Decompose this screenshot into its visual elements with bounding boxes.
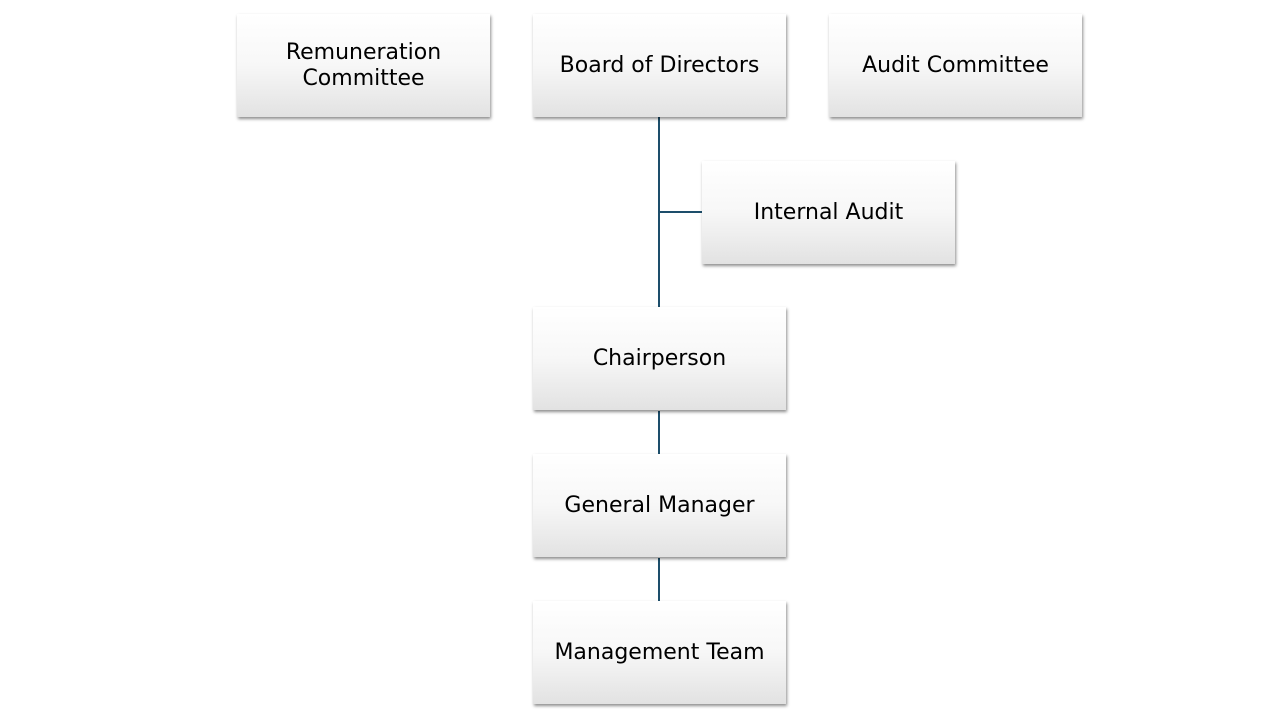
node-board-of-directors[interactable]: Board of Directors (533, 14, 786, 117)
node-remuneration-committee[interactable]: Remuneration Committee (237, 14, 490, 117)
node-label: Internal Audit (753, 199, 904, 225)
node-internal-audit[interactable]: Internal Audit (702, 161, 955, 264)
node-label: Board of Directors (559, 52, 760, 78)
node-audit-committee[interactable]: Audit Committee (829, 14, 1082, 117)
node-label: Management Team (554, 639, 765, 665)
node-label: General Manager (564, 492, 755, 518)
node-management-team[interactable]: Management Team (533, 601, 786, 704)
node-general-manager[interactable]: General Manager (533, 454, 786, 557)
node-label: Audit Committee (862, 52, 1049, 78)
node-label: Remuneration Committee (285, 39, 442, 91)
connector-internal-audit (658, 211, 702, 213)
node-chairperson[interactable]: Chairperson (533, 307, 786, 410)
connector-gm-team (658, 558, 660, 601)
connector-chairperson-gm (658, 411, 660, 454)
node-label: Chairperson (592, 345, 727, 371)
